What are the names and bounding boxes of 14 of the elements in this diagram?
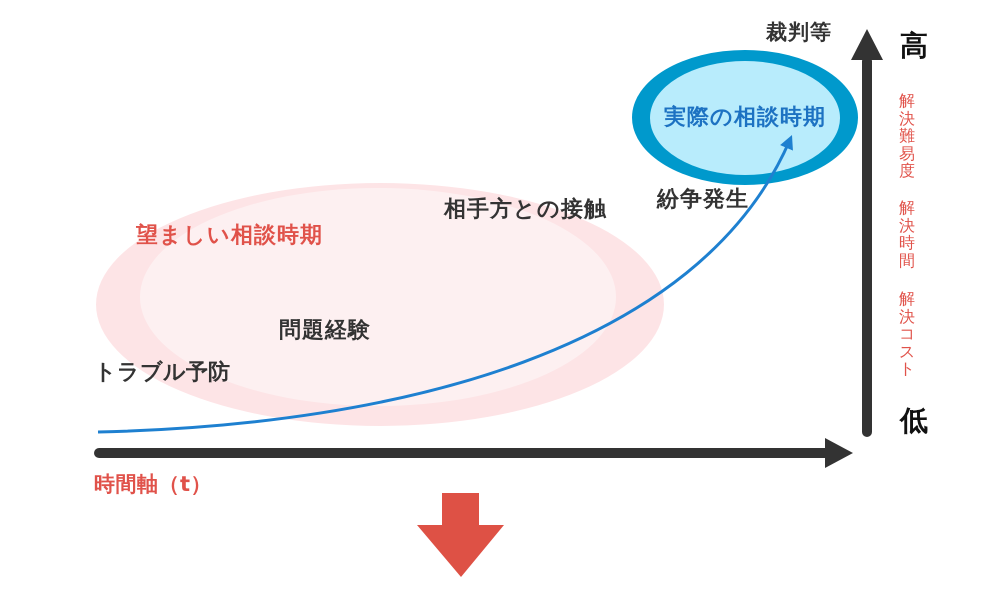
stage-label: トラブル予防 <box>94 362 230 384</box>
axis-level-label: 低 <box>900 407 928 435</box>
annotation-text: 裁判等 <box>766 22 832 43</box>
stage-label: 相手方との接触 <box>444 199 607 221</box>
axis-label: 時間軸（t） <box>94 474 212 495</box>
curved-arrow <box>98 135 792 434</box>
axis-label: 解決コスト <box>898 290 916 378</box>
stage-label: 問題経験 <box>279 320 371 342</box>
axis-label: 解決時間 <box>898 199 916 269</box>
axis-level-label: 高 <box>900 32 928 60</box>
axis-label: 解決難易度 <box>898 92 916 180</box>
node-label: 望ましい相談時期 <box>136 225 323 247</box>
node-label: 実際の相談時期 <box>664 106 826 128</box>
stage-label: 紛争発生 <box>657 189 749 211</box>
